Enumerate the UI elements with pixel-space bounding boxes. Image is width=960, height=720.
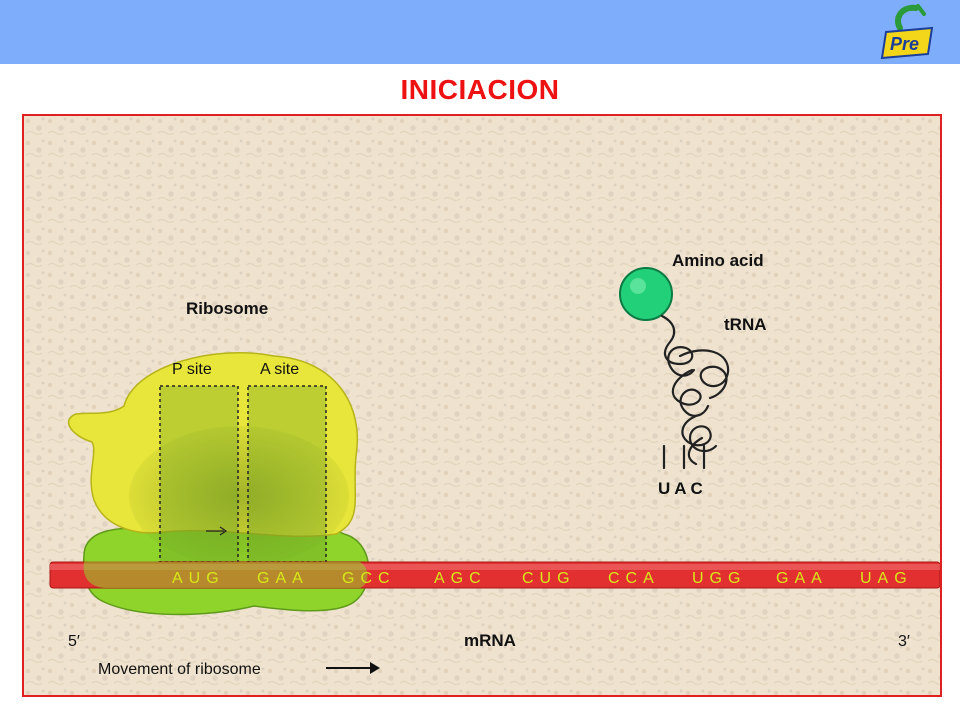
- codon: AGC: [434, 570, 487, 587]
- ribosome-over-mrna: [83, 558, 368, 588]
- codon: GCC: [342, 570, 396, 587]
- a-site-label: A site: [260, 361, 299, 378]
- codon: GAA: [257, 570, 309, 587]
- codon: UGG: [692, 570, 746, 587]
- slide-title: INICIACION: [400, 74, 560, 105]
- mrna-highlight: [50, 564, 940, 570]
- p-site-label: P site: [172, 361, 212, 378]
- pre-logo-icon: Pre: [880, 4, 934, 60]
- mrna-label: mRNA: [464, 631, 516, 650]
- header-bar: Pre: [0, 0, 960, 64]
- movement-label: Movement of ribosome: [98, 661, 261, 678]
- amino-acid-ball: [619, 267, 673, 321]
- codon-row: AUG GAA GCC AGC CUG CCA UGG GAA UAG: [172, 570, 913, 587]
- trna-label: tRNA: [724, 315, 767, 334]
- amino-acid-shine: [630, 278, 646, 294]
- ribosome-shadow: [129, 426, 349, 566]
- codon: AUG: [172, 570, 225, 587]
- site-arrow-head: [219, 526, 228, 536]
- amino-acid-label: Amino acid: [672, 251, 764, 270]
- five-prime-label: 5′: [68, 633, 80, 650]
- translation-diagram: P site A site Ribosome AUG GAA GCC AGC C…: [24, 116, 940, 695]
- a-site-box: [247, 385, 327, 563]
- ribosome-label: Ribosome: [186, 299, 268, 318]
- three-prime-label: 3′: [898, 633, 910, 650]
- codon: GAA: [776, 570, 828, 587]
- codon: UAG: [860, 570, 913, 587]
- anticodon-label: UAC: [658, 479, 707, 498]
- codon: CUG: [522, 570, 576, 587]
- p-site-box: [159, 385, 239, 563]
- logo-text: Pre: [890, 34, 919, 54]
- diagram-frame: P site A site Ribosome AUG GAA GCC AGC C…: [22, 114, 942, 697]
- trna-molecule: [660, 314, 730, 470]
- codon: CCA: [608, 570, 660, 587]
- movement-arrow-icon: [326, 662, 380, 674]
